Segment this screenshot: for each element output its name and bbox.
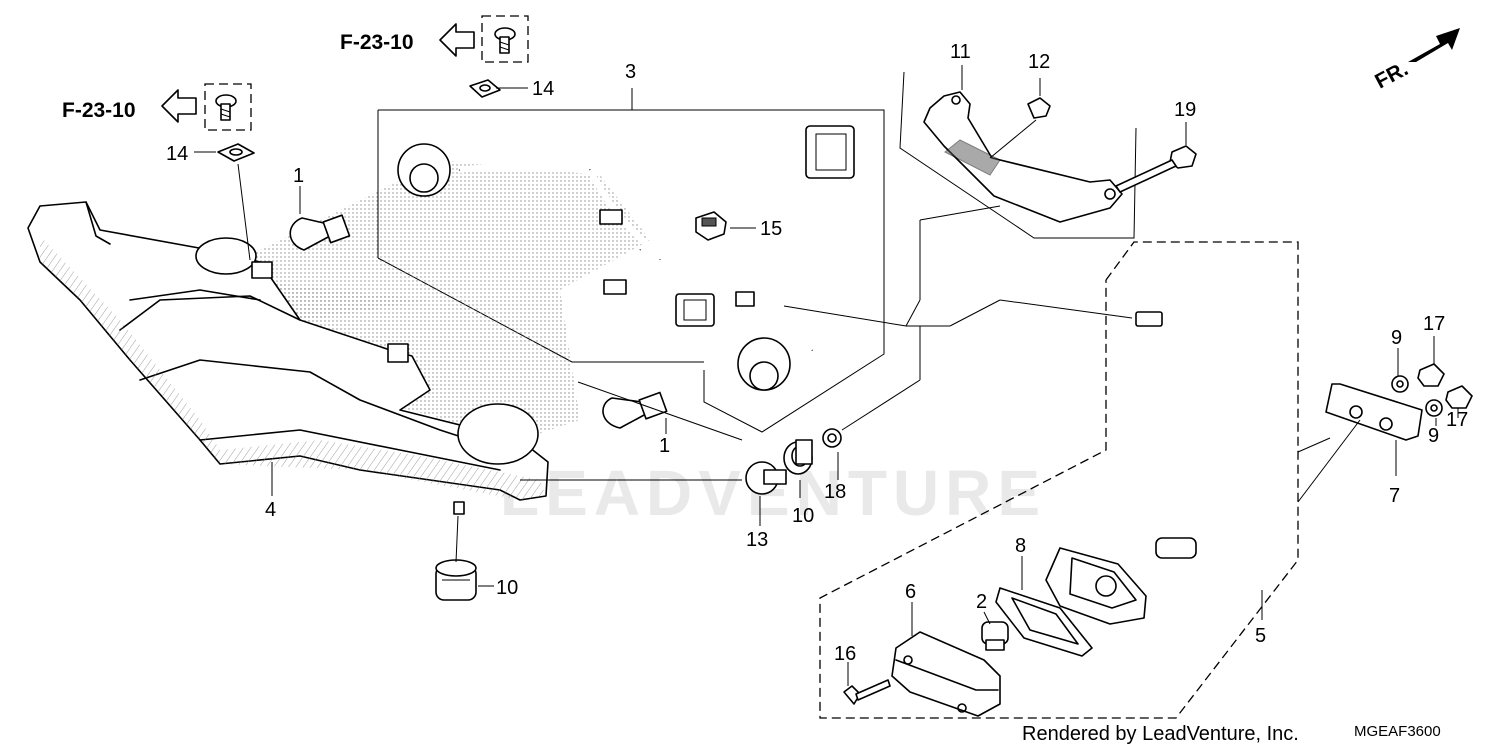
grommet-10-lower-icon [435,559,477,601]
callout-11[interactable]: 11 [950,41,971,63]
grommet-10-upper-icon [783,439,813,475]
license-light-harness-icon [1135,311,1285,559]
taillight-assembly-icon [27,201,549,515]
front-direction-arrow: FR. [1371,28,1460,93]
reference-left-label[interactable]: F-23-10 [62,99,136,122]
nut-17-lower-icon [1445,385,1473,409]
clip-nut-upper-icon [469,79,501,98]
clip-nut-left-icon [217,143,255,162]
callout-1-lower[interactable]: 1 [659,435,670,457]
bolt-left-icon [215,94,237,121]
callout-4[interactable]: 4 [265,499,276,521]
callout-7[interactable]: 7 [1389,485,1400,507]
reference-upper[interactable]: F-23-10 [340,23,475,57]
hollow-arrow-icon [161,89,197,123]
screw-16-icon [843,679,891,705]
callout-13[interactable]: 13 [746,529,768,551]
callout-2[interactable]: 2 [976,591,987,613]
callout-9-upper[interactable]: 9 [1391,327,1402,349]
bulb-upper-icon [289,214,351,251]
clip-15-icon [695,211,727,241]
callout-18[interactable]: 18 [824,481,846,503]
nut-9-lower-icon [1425,399,1443,417]
callout-17-upper[interactable]: 17 [1423,313,1445,335]
collar-13-icon [745,461,787,495]
diagram-code: MGEAF3600 [1354,723,1441,740]
grommet-12-icon [1027,97,1051,119]
callout-17-lower[interactable]: 17 [1446,409,1468,431]
callout-10-upper[interactable]: 10 [792,505,814,527]
hollow-arrow-icon [439,23,475,57]
license-light-housing-icon [1045,547,1147,625]
bulb-2-icon [981,621,1009,651]
lens-6-icon [891,631,1001,717]
callout-14-upper[interactable]: 14 [532,78,554,100]
footer-credit: Rendered by LeadVenture, Inc. [1022,723,1299,745]
gasket-8-icon [995,587,1093,657]
callout-14-left[interactable]: 14 [166,143,188,165]
callout-5[interactable]: 5 [1255,625,1266,647]
callout-3[interactable]: 3 [625,61,636,83]
callout-9-lower[interactable]: 9 [1428,425,1439,447]
washer-18-icon [822,428,842,448]
callout-16[interactable]: 16 [834,643,856,665]
bolt-19-icon [1115,145,1197,193]
wiring-harness-icon [397,125,855,391]
bolt-upper-icon [494,27,516,54]
callout-1-upper[interactable]: 1 [293,165,304,187]
reference-upper-label[interactable]: F-23-10 [340,31,414,54]
callout-6[interactable]: 6 [905,581,916,603]
bracket-icon [923,91,1123,223]
callout-12[interactable]: 12 [1028,51,1050,73]
bulb-lower-icon [602,391,668,429]
reflector-7-icon [1325,383,1423,441]
callout-19[interactable]: 19 [1174,99,1196,121]
callout-8[interactable]: 8 [1015,535,1026,557]
front-direction-label: FR. [1371,57,1412,93]
reference-left[interactable]: F-23-10 [62,89,197,123]
callout-10-lower[interactable]: 10 [496,577,518,599]
nut-9-upper-icon [1391,375,1409,393]
callout-15[interactable]: 15 [760,218,782,240]
nut-17-upper-icon [1417,363,1445,387]
